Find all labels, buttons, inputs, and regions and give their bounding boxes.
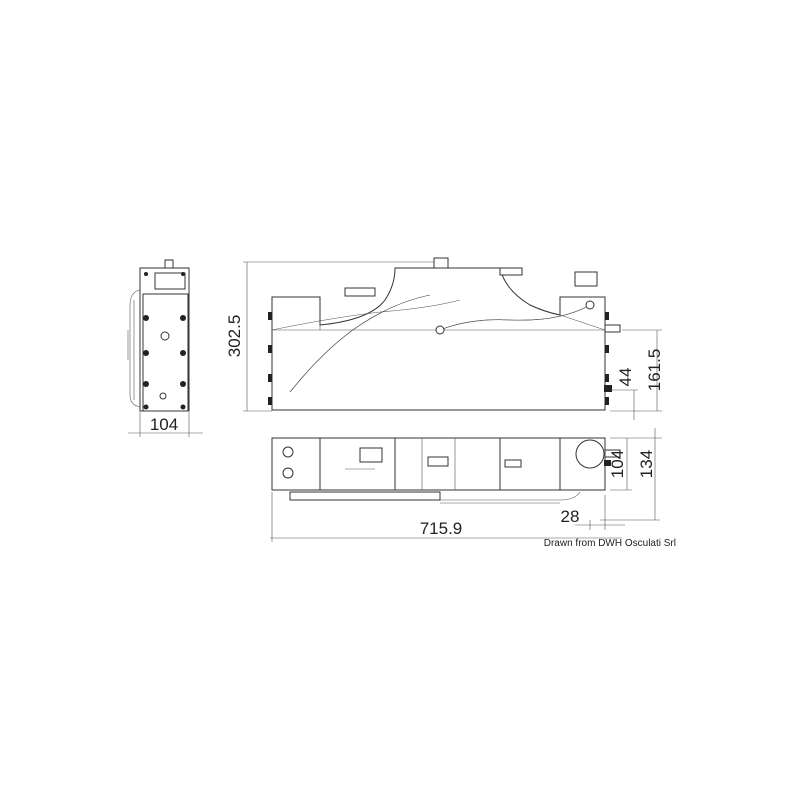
dim-outlet-height: 161.5 xyxy=(645,349,664,392)
front-view xyxy=(243,257,662,420)
top-view xyxy=(271,437,621,504)
dim-top-depth: 104 xyxy=(608,450,627,478)
dim-top-depth-total: 134 xyxy=(637,450,656,478)
side-view xyxy=(127,259,203,437)
dim-side-width: 104 xyxy=(150,415,178,434)
credit-text: Drawn from DWH Osculati Srl xyxy=(544,538,676,549)
dim-offset: 28 xyxy=(561,507,580,526)
dim-length: 715.9 xyxy=(420,519,463,538)
dim-height: 302.5 xyxy=(225,315,244,358)
dim-drain-height: 44 xyxy=(616,368,635,387)
top-view-dimensions xyxy=(270,428,662,542)
